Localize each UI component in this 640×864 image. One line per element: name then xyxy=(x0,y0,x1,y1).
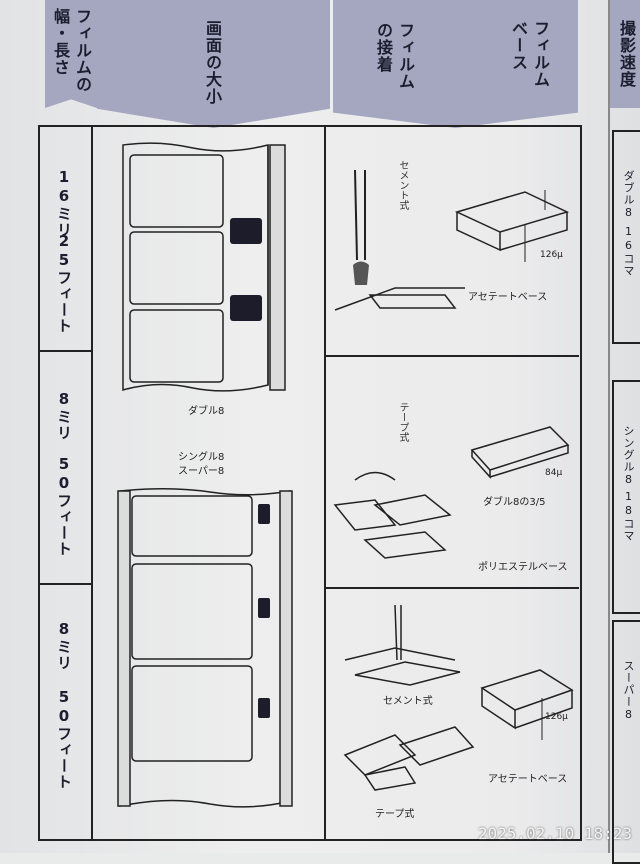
acetate-base-block-2 xyxy=(480,669,574,740)
thickness-84: 84μ xyxy=(545,468,563,478)
row2-width: 8ミリ xyxy=(55,390,73,441)
header-tab-width xyxy=(45,0,97,108)
thickness-126-2: 126μ xyxy=(545,712,568,722)
row-divider-left-1 xyxy=(38,350,92,352)
header-width-line1: フィルムの xyxy=(73,8,92,93)
tape-label-2: テープ式 xyxy=(375,809,415,820)
row-divider-left-2 xyxy=(38,583,92,585)
header-film-base-line1: フィルム xyxy=(531,20,550,88)
main-table-frame xyxy=(38,125,582,841)
photo-timestamp: 2025.02.10 18:23 xyxy=(477,824,632,843)
double8-film-diagram xyxy=(122,142,286,392)
right-col-frame-1 xyxy=(612,130,640,344)
super8-label: スーパー8 xyxy=(178,466,225,477)
polyester-base-label: ポリエステルベース xyxy=(478,562,568,573)
header-tab-splice-base xyxy=(333,0,578,128)
header-frame-size: 画面の大小 xyxy=(203,20,222,105)
header-film-base-line2: ベース xyxy=(509,20,528,71)
tape-label-1: テープ式 xyxy=(397,402,408,442)
right-r1-line2: 16コマ xyxy=(622,225,635,277)
row2-length: 50フィート xyxy=(55,455,73,557)
header-splice-line2: の接着 xyxy=(374,22,393,73)
polyester-base-block xyxy=(470,426,570,479)
row-divider-right-1 xyxy=(325,355,579,357)
cement-splice-diagram-2 xyxy=(344,604,461,686)
right-col-divider xyxy=(608,0,610,853)
super8-film-diagram xyxy=(117,488,293,808)
right-r2-line1: シングル8 xyxy=(622,425,635,487)
col-divider-1 xyxy=(91,125,93,839)
row1-width: 16ミリ xyxy=(55,168,73,238)
tape-splice-diagram-2 xyxy=(343,726,475,791)
right-r2-line2: 18コマ xyxy=(622,490,635,542)
row3-length: 50フィート xyxy=(55,688,73,790)
row3-width: 8ミリ xyxy=(55,620,73,671)
single8-label: シングル8 xyxy=(178,452,225,463)
row-divider-right-2 xyxy=(325,587,579,589)
header-splice-line1: フィルム xyxy=(396,22,415,90)
right-r3-line1: スーパー8 xyxy=(622,660,635,722)
header-width-line2: 幅・長さ xyxy=(51,8,70,76)
double8-label: ダブル8 xyxy=(188,406,225,417)
acetate-base-label-2: アセテートベース xyxy=(488,774,568,785)
header-tab-frame-size xyxy=(97,0,330,128)
right-col-frame-2 xyxy=(612,380,640,614)
cement-label-1: セメント式 xyxy=(397,160,408,210)
col-divider-2 xyxy=(324,125,326,839)
cement-label-2: セメント式 xyxy=(383,696,433,707)
double8-ratio-note: ダブル8の3/5 xyxy=(483,497,546,508)
thickness-126-1: 126μ xyxy=(540,250,563,260)
tape-splice-diagram xyxy=(333,471,452,559)
right-r1-line1: ダブル8 xyxy=(622,170,635,220)
header-speed: 撮影速度 xyxy=(617,20,636,88)
acetate-base-label-1: アセテートベース xyxy=(468,292,548,303)
cement-brush-diagram xyxy=(334,169,465,311)
acetate-base-block-1 xyxy=(454,190,570,262)
header-tab-speed xyxy=(610,0,640,108)
row1-length: 25フィート xyxy=(55,232,73,334)
